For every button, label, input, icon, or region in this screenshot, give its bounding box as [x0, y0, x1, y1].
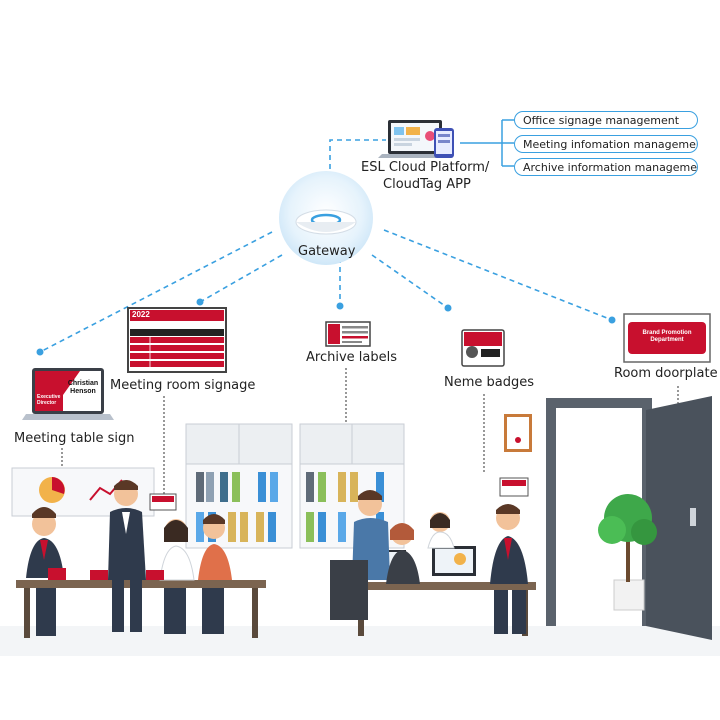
- feature-office-signage: Office signage management: [514, 111, 698, 129]
- label-meeting-room-signage: Meeting room signage: [110, 378, 256, 393]
- label-archive-labels: Archive labels: [306, 350, 397, 365]
- door-icon: [646, 396, 712, 640]
- plant-icon: [598, 494, 657, 611]
- feature-archive-info: Archive information management: [514, 158, 698, 176]
- link-gateway-doorplate: [383, 229, 613, 321]
- label-room-doorplate: Room doorplate: [614, 366, 718, 381]
- signage-year: 2022: [132, 310, 150, 319]
- feature-meeting-info: Meeting infomation management: [514, 135, 698, 153]
- link-gateway-room-signage: [199, 254, 283, 303]
- connection-dots: [36, 298, 616, 356]
- name-badge-device: [461, 329, 505, 367]
- platform-title-line2: CloudTag APP: [383, 177, 471, 192]
- label-meeting-table-sign: Meeting table sign: [14, 431, 135, 446]
- table-sign-title: Executive Director: [37, 394, 61, 406]
- archive-label-device: [325, 321, 371, 347]
- gateway-label: Gateway: [298, 244, 356, 259]
- feature-bracket: [460, 119, 514, 167]
- meeting-room-signage-device: [127, 307, 227, 373]
- doorplate-device: [623, 313, 711, 363]
- platform-title-line1: ESL Cloud Platform/: [361, 160, 490, 175]
- tablet-icon: [434, 128, 454, 158]
- people-left: [26, 480, 232, 636]
- table-sign-name: Christian Henson: [67, 380, 99, 395]
- laptop-icon: [378, 120, 452, 158]
- desk-tags: [48, 477, 529, 580]
- label-name-badges: Neme badges: [444, 375, 535, 390]
- link-gateway-badges: [371, 254, 449, 309]
- people-right: [330, 490, 528, 634]
- gateway-device-icon: [279, 171, 373, 265]
- link-gateway-table-sign: [39, 231, 273, 353]
- meeting-table-sign-device: [22, 368, 114, 420]
- doorplate-text: Brand Promotion Department: [642, 330, 692, 343]
